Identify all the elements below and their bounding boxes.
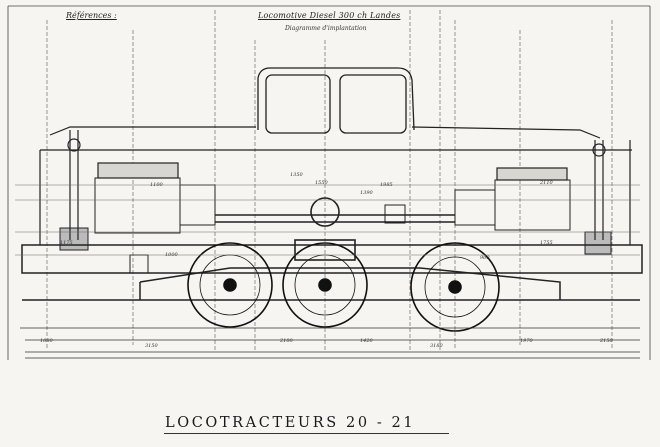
- dimension-label: 1390: [360, 190, 373, 196]
- drawing-title: Locomotive Diesel 300 ch Landes: [258, 11, 401, 20]
- dimension-label: 2110: [540, 180, 553, 186]
- dimension-label: 1970: [520, 338, 533, 344]
- dimension-label: 3150: [145, 343, 158, 349]
- caption-underline: [164, 433, 449, 434]
- dimension-label: 2100: [280, 338, 293, 344]
- dimension-label: 1175: [60, 240, 73, 246]
- dimension-label: 1350: [290, 172, 303, 178]
- dimension-label: 1000: [165, 252, 178, 258]
- dimension-label: 1550: [315, 180, 328, 186]
- dimension-label: 3180: [430, 343, 443, 349]
- dimension-label: 1420: [360, 338, 373, 344]
- dimension-label: 1985: [380, 182, 393, 188]
- dimension-label: 2150: [600, 338, 613, 344]
- dimension-label: 960: [480, 255, 490, 261]
- dimension-label: 1100: [150, 182, 163, 188]
- references-label: Références :: [66, 11, 117, 20]
- caption: LOCOTRACTEURS 20 - 21: [165, 415, 416, 431]
- drawing-subtitle: Diagramme d'implantation: [285, 25, 367, 32]
- dimension-label: 1755: [540, 240, 553, 246]
- dimension-label: 1880: [40, 338, 53, 344]
